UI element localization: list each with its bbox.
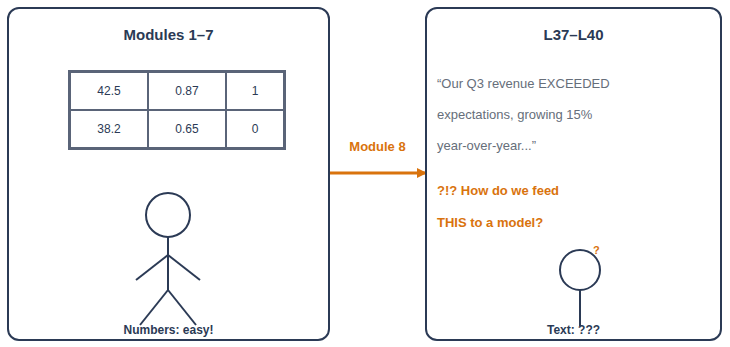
transition-arrow — [330, 172, 425, 175]
small-figure — [560, 250, 600, 326]
table-cell: 0 — [226, 110, 284, 148]
quote-text: “Our Q3 revenue EXCEEDED expectations, g… — [437, 68, 617, 161]
data-table: 42.50.871 38.20.650 — [68, 70, 286, 150]
panel-box: L37–L40 “Our Q3 revenue EXCEEDED expectat… — [425, 7, 722, 341]
question-text: ?!? How do we feed THIS to a model? — [437, 175, 577, 239]
arrow-label: Module 8 — [347, 139, 407, 154]
panel-caption: Numbers: easy! — [9, 323, 328, 337]
panel-title: L37–L40 — [427, 26, 720, 43]
question-mark: ? — [593, 244, 600, 256]
table-cell: 0.87 — [148, 72, 226, 110]
table-cell: 42.5 — [70, 72, 148, 110]
table-cell: 38.2 — [70, 110, 148, 148]
table-cell: 0.65 — [148, 110, 226, 148]
panel-box: Modules 1–7Numbers: easy! — [7, 7, 330, 341]
panel-caption: Text: ??? — [427, 323, 720, 337]
table-cell: 1 — [226, 72, 284, 110]
stick-figure — [136, 193, 200, 325]
panel-title: Modules 1–7 — [9, 26, 328, 43]
